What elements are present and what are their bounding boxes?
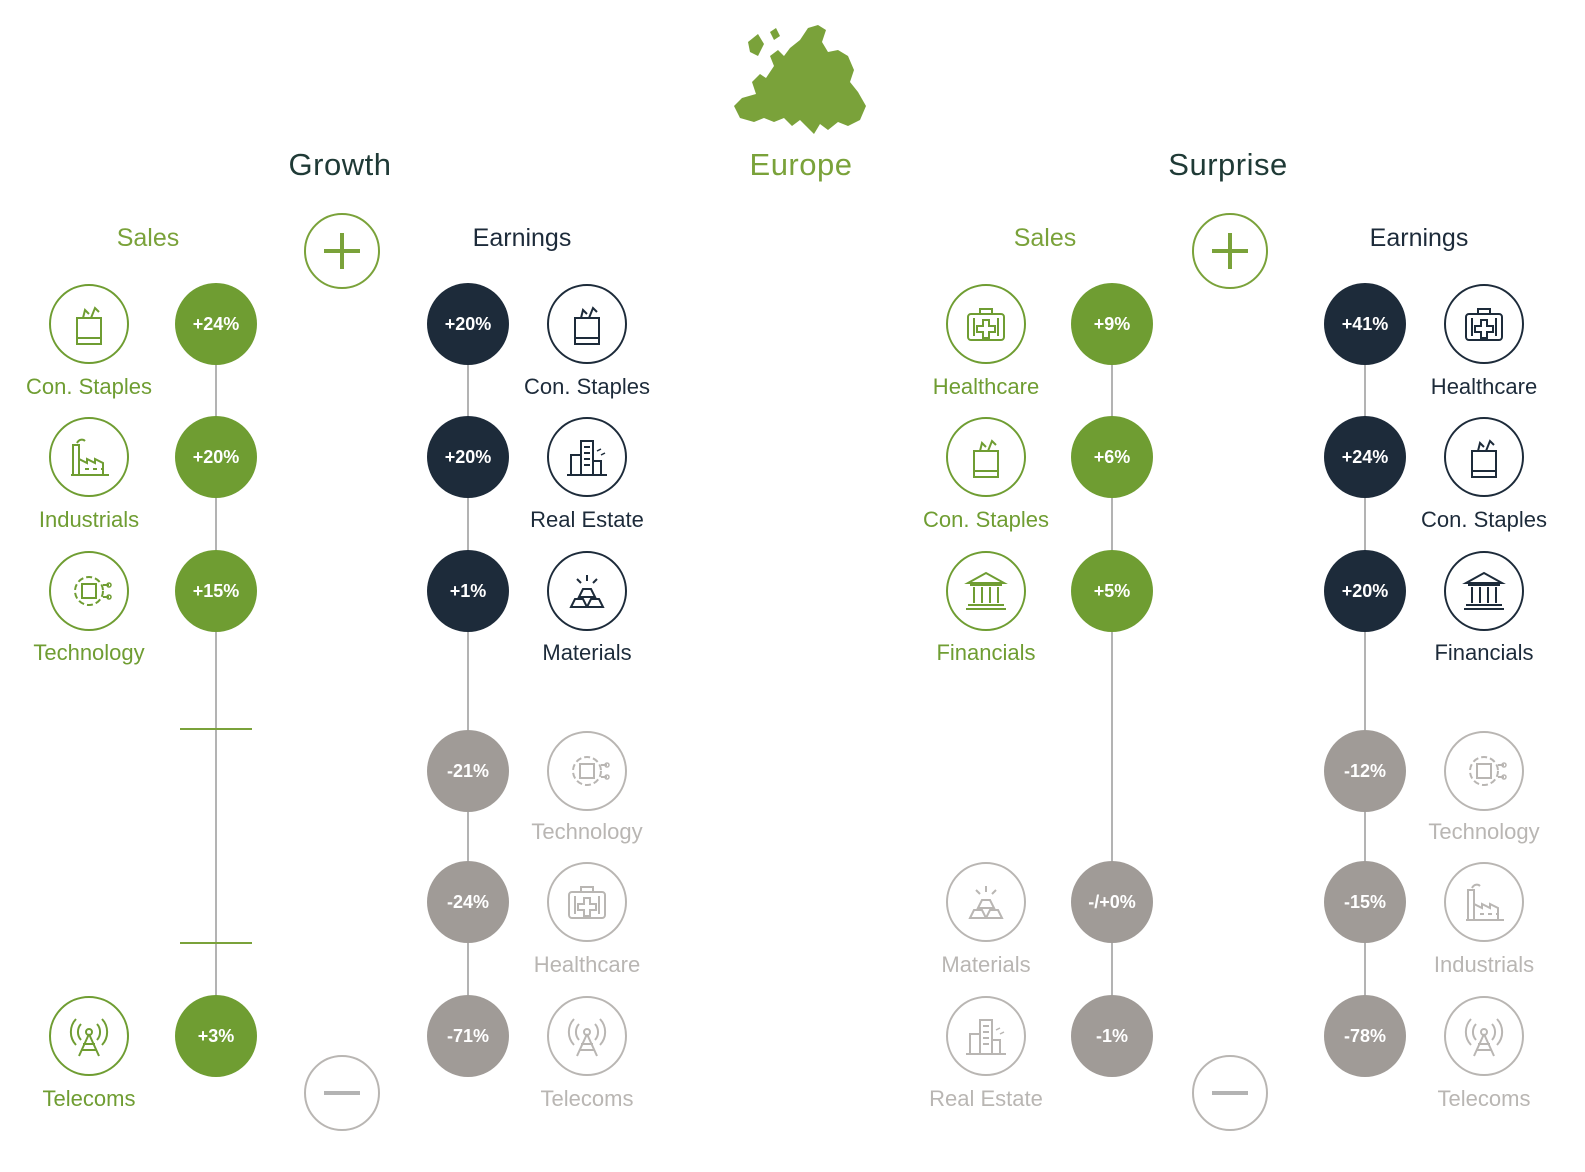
sector-label: Materials	[542, 640, 632, 665]
sector-label: Real Estate	[530, 507, 644, 532]
minus-icon	[1192, 1055, 1268, 1131]
grocery-bag-icon	[547, 284, 627, 364]
axis-break-line	[180, 728, 252, 730]
sector-label: Industrials	[1433, 952, 1535, 977]
sector-label: Telecoms	[1437, 1086, 1531, 1111]
panel-title: Growth	[288, 147, 392, 182]
antenna-icon	[1444, 996, 1524, 1076]
sales-value-badge: -/+0%	[1071, 861, 1153, 943]
sector-label: Technology	[1428, 819, 1540, 844]
earnings-value-badge: -15%	[1324, 861, 1406, 943]
europe-map-icon	[734, 25, 866, 134]
earnings-value-badge: -12%	[1324, 730, 1406, 812]
sector-label: Materials	[941, 952, 1031, 977]
sector-label: Technology	[531, 819, 643, 844]
earnings-value-badge: -21%	[427, 730, 509, 812]
factory-icon	[1444, 862, 1524, 942]
plus-icon	[304, 213, 380, 289]
gold-bars-icon	[547, 551, 627, 631]
sector-label: Industrials	[38, 507, 140, 532]
sales-value-badge: +9%	[1071, 283, 1153, 365]
grocery-bag-icon	[946, 417, 1026, 497]
earnings-value-badge: +1%	[427, 550, 509, 632]
grocery-bag-icon	[1444, 417, 1524, 497]
sector-label: Real Estate	[929, 1086, 1043, 1111]
medical-kit-icon	[1444, 284, 1524, 364]
sales-value-badge: +3%	[175, 995, 257, 1077]
sector-label: Healthcare	[1430, 374, 1538, 399]
earnings-value-badge: -78%	[1324, 995, 1406, 1077]
sector-label: Healthcare	[533, 952, 641, 977]
buildings-icon	[946, 996, 1026, 1076]
sales-value-badge: -1%	[1071, 995, 1153, 1077]
earnings-value-badge: +24%	[1324, 416, 1406, 498]
sector-label: Con. Staples	[524, 374, 650, 399]
earnings-title: Earnings	[1369, 224, 1469, 252]
gold-bars-icon	[946, 862, 1026, 942]
sales-value-badge: +24%	[175, 283, 257, 365]
factory-icon	[49, 417, 129, 497]
sector-label: Healthcare	[932, 374, 1040, 399]
sector-label: Con. Staples	[26, 374, 152, 399]
sales-value-badge: +15%	[175, 550, 257, 632]
earnings-value-badge: -24%	[427, 861, 509, 943]
chip-gear-icon	[1444, 731, 1524, 811]
grocery-bag-icon	[49, 284, 129, 364]
antenna-icon	[49, 996, 129, 1076]
buildings-icon	[547, 417, 627, 497]
chip-gear-icon	[49, 551, 129, 631]
sales-axis-line	[215, 324, 217, 1036]
sales-value-badge: +5%	[1071, 550, 1153, 632]
sales-value-badge: +6%	[1071, 416, 1153, 498]
chip-gear-icon	[547, 731, 627, 811]
sector-label: Telecoms	[42, 1086, 136, 1111]
earnings-axis-line	[1364, 324, 1366, 1036]
plus-icon	[1192, 213, 1268, 289]
axis-break-line	[180, 942, 252, 944]
panel-title: Surprise	[1168, 147, 1288, 182]
sector-label: Technology	[33, 640, 145, 665]
earnings-value-badge: -71%	[427, 995, 509, 1077]
minus-icon	[304, 1055, 380, 1131]
earnings-value-badge: +41%	[1324, 283, 1406, 365]
earnings-axis-line	[467, 324, 469, 1036]
earnings-value-badge: +20%	[1324, 550, 1406, 632]
sector-label: Con. Staples	[923, 507, 1049, 532]
sales-value-badge: +20%	[175, 416, 257, 498]
earnings-value-badge: +20%	[427, 416, 509, 498]
sales-title: Sales	[1013, 224, 1077, 252]
sector-label: Financials	[936, 640, 1036, 665]
medical-kit-icon	[946, 284, 1026, 364]
sales-title: Sales	[116, 224, 180, 252]
sales-axis-line	[1111, 324, 1113, 1036]
bank-icon	[946, 551, 1026, 631]
sector-label: Con. Staples	[1421, 507, 1547, 532]
earnings-value-badge: +20%	[427, 283, 509, 365]
medical-kit-icon	[547, 862, 627, 942]
sector-label: Financials	[1434, 640, 1534, 665]
antenna-icon	[547, 996, 627, 1076]
bank-icon	[1444, 551, 1524, 631]
earnings-title: Earnings	[472, 224, 572, 252]
center-title: Europe	[749, 147, 853, 182]
sector-label: Telecoms	[540, 1086, 634, 1111]
